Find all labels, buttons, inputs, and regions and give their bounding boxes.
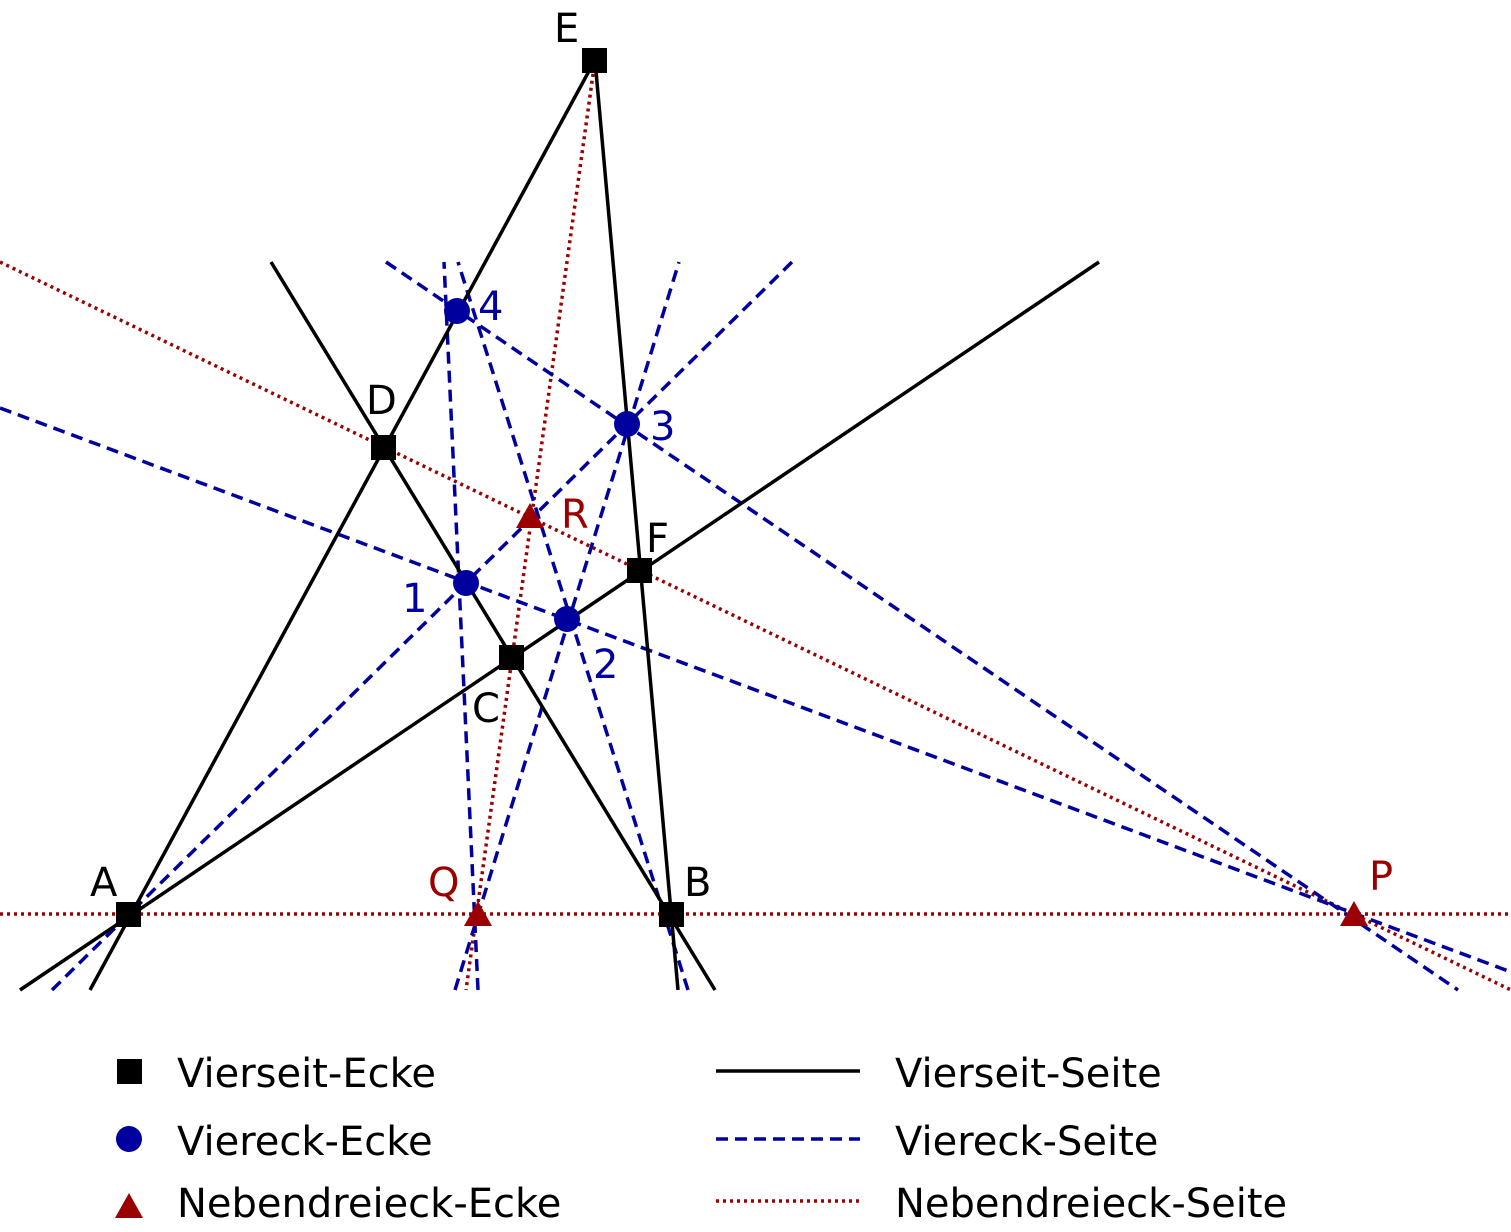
vertex-P-marker: [1340, 901, 1368, 926]
label-F: F: [646, 516, 669, 562]
vertex-A-marker: [116, 902, 141, 927]
legend-vierseit-ecke-marker: [117, 1059, 142, 1084]
vierseit-labels: A B C D E F: [90, 6, 711, 906]
side-line-14: [442, 261, 480, 991]
side-line-EFB: [593, 59, 680, 991]
vertex-D-marker: [371, 435, 396, 460]
side-line-DCB: [269, 261, 717, 991]
legend-vierseit-seite-label: Vierseit-Seite: [895, 1051, 1162, 1097]
side-line-34: [385, 260, 1459, 992]
vertex-C-marker: [499, 645, 524, 670]
nebendreieck-vertices: [464, 503, 1368, 926]
legend-nebendreieck-ecke-marker: [115, 1193, 143, 1218]
label-4: 4: [478, 284, 503, 330]
vierseit-vertices: [116, 48, 684, 927]
vertex-F-marker: [627, 558, 652, 583]
label-3: 3: [650, 404, 675, 450]
label-D: D: [366, 378, 397, 424]
label-2: 2: [593, 642, 618, 688]
label-C: C: [472, 686, 500, 732]
side-line-13: [50, 260, 794, 992]
side-line-12: [0, 406, 1511, 974]
legend-viereck-ecke-marker: [116, 1126, 142, 1152]
legend-vierseit-ecke-label: Vierseit-Ecke: [177, 1051, 436, 1097]
vierseit-sides: [19, 59, 1100, 992]
legend-nebendreieck-ecke-label: Nebendreieck-Ecke: [177, 1181, 561, 1227]
vertex-1-marker: [453, 570, 479, 596]
legend-viereck-seite-label: Viereck-Seite: [895, 1119, 1158, 1165]
side-line-PR: [0, 260, 1511, 992]
viereck-vertices: [444, 298, 640, 632]
legend-viereck-ecke-label: Viereck-Ecke: [177, 1119, 433, 1165]
viereck-sides: [0, 260, 1511, 992]
vertex-2-marker: [554, 606, 580, 632]
label-Q: Q: [428, 860, 459, 906]
label-P: P: [1369, 854, 1393, 900]
label-1: 1: [402, 576, 427, 622]
label-A: A: [90, 860, 118, 906]
vertex-R-marker: [516, 503, 544, 528]
vertex-E-marker: [582, 48, 607, 73]
side-line-ADE: [88, 59, 597, 991]
label-R: R: [561, 492, 589, 538]
vertex-4-marker: [444, 298, 470, 324]
vertex-3-marker: [614, 411, 640, 437]
legend-nebendreieck-seite-label: Nebendreieck-Seite: [895, 1181, 1287, 1227]
viereck-labels: 1 2 3 4: [402, 284, 675, 688]
label-B: B: [684, 860, 711, 906]
nebendreieck-labels: P Q R: [428, 492, 1393, 906]
vertex-Q-marker: [464, 901, 492, 926]
label-E: E: [554, 6, 579, 52]
legend: Vierseit-Ecke Viereck-Ecke Nebendreieck-…: [115, 1051, 1287, 1227]
vertex-B-marker: [659, 902, 684, 927]
